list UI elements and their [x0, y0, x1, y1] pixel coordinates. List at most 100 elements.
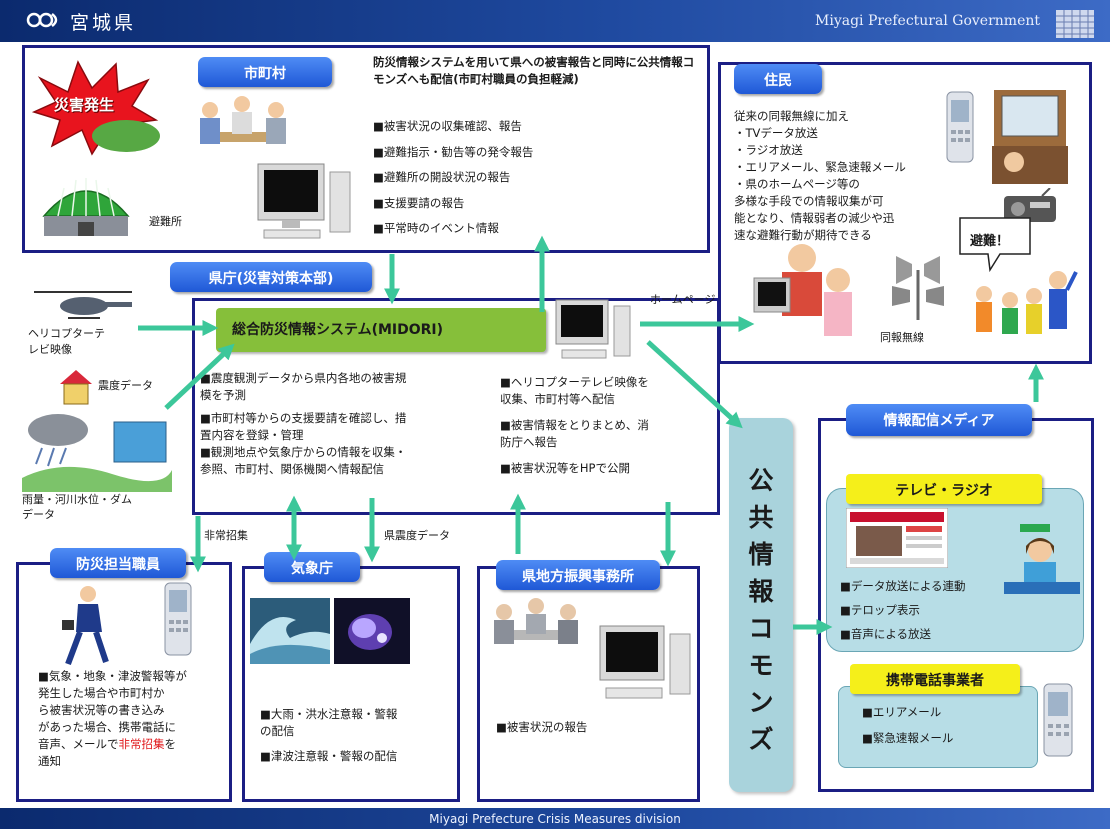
office-computer-icon	[599, 625, 691, 699]
helicopter-label-line2: レビ映像	[28, 343, 72, 356]
rain-label-line2: データ	[22, 508, 55, 521]
hq-right-items: ■ヘリコプターテレビ映像を 収集、市町村等へ配信 ■被害情報をとりまとめ、消 防…	[500, 374, 649, 477]
staff-line: ■気象・地象・津波警報等が	[38, 669, 187, 683]
tv-viewer-icon	[992, 90, 1068, 184]
list-item: ■データ放送による連動	[840, 579, 966, 593]
loudspeaker-tower-icon	[892, 256, 944, 320]
hq-left-items: ■震度観測データから県内各地の被害規 模を予測 ■市町村等からの支援要請を確認し…	[200, 370, 406, 478]
emergency-call-emphasis: 非常招集	[118, 737, 165, 751]
mobile-phone-icon	[946, 91, 974, 163]
tsunami-wave-icon	[250, 598, 330, 664]
footer-bar: Miyagi Prefecture Crisis Measures divisi…	[0, 808, 1110, 829]
list-item: ■平常時のイベント情報	[373, 221, 499, 235]
radio-icon	[1004, 188, 1056, 222]
staff-line: ら被害状況等の書き込み	[38, 703, 165, 717]
homepage-label: ホームページ	[650, 293, 716, 306]
regional-office-title: 県地方振興事務所	[496, 560, 660, 590]
prefecture-name: 宮城県	[70, 12, 137, 34]
list-item: 置内容を登録・管理	[200, 428, 304, 442]
emergency-call-label: 非常招集	[204, 529, 248, 542]
list-item: ■支援要請の報告	[373, 195, 465, 210]
commons-char: ン	[748, 688, 774, 717]
staff-line: 発生した場合や市町村か	[38, 686, 165, 700]
disaster-staff-text: ■気象・地象・津波警報等が 発生した場合や市町村か ら被害状況等の書き込み があ…	[38, 668, 187, 770]
media-title: 情報配信メディア	[846, 404, 1032, 436]
pc-user-icon	[753, 244, 852, 336]
staff-line-part: 音声、メールで	[38, 737, 119, 751]
list-item: ■エリアメール	[862, 705, 942, 719]
running-officer-icon	[62, 586, 109, 666]
midori-system-bar	[216, 308, 546, 352]
helicopter-label-line1: ヘリコプターテ	[28, 327, 105, 340]
list-item: ■市町村等からの支援要請を確認し、措	[200, 411, 407, 425]
header-bar: 宮城県 Miyagi Prefectural Government	[0, 0, 1110, 42]
carrier-phone-icon	[1043, 683, 1073, 757]
shelter-label: 避難所	[149, 215, 182, 228]
mobile-carrier-title: 携帯電話事業者	[850, 664, 1020, 694]
disaster-staff-title: 防災担当職員	[50, 548, 186, 578]
prefecture-hq-title: 県庁(災害対策本部)	[170, 262, 372, 292]
list-item: ■テロップ表示	[840, 603, 920, 617]
list-item: ■緊急速報メール	[862, 731, 954, 745]
list-item: ■津波注意報・警報の配信	[260, 749, 398, 763]
commons-char: コ	[748, 614, 774, 643]
jma-title: 気象庁	[264, 552, 360, 582]
municipality-item-list: ■被害状況の収集確認、報告 ■避難指示・勧告等の発令報告 ■避難所の開設状況の報…	[373, 118, 533, 246]
residents-line: 従来の同報無線に加え	[734, 109, 849, 123]
staff-line-part: を	[164, 737, 177, 751]
list-item: 防庁へ報告	[500, 435, 558, 449]
commons-char: 公	[748, 466, 774, 495]
pref-seismic-label: 県震度データ	[384, 529, 450, 542]
residents-line: 能となり、情報弱者の減少や迅	[734, 211, 895, 225]
list-item: ■音声による放送	[840, 627, 932, 641]
residents-line: ・エリアメール、緊急速報メール	[734, 160, 906, 174]
government-building-icon	[1056, 10, 1094, 38]
rain-river-dam-icon	[22, 414, 172, 492]
list-item: の配信	[260, 724, 295, 738]
list-item: ■被害状況等をHPで公開	[500, 461, 630, 475]
disaster-staff-box	[16, 562, 232, 802]
public-commons-title: 公 共 情 報 コ モ ン ズ	[729, 462, 793, 758]
residents-line: ・ラジオ放送	[734, 143, 803, 157]
tv-broadcast-screen-icon	[846, 508, 948, 568]
helicopter-icon	[34, 291, 132, 319]
staff-line: があった場合、携帯電話に	[38, 720, 176, 734]
list-item: ■大雨・洪水注意報・警報	[260, 707, 398, 721]
speech-bubble-icon	[959, 217, 1031, 273]
disaster-label: 災害発生	[54, 96, 115, 114]
residents-text: 従来の同報無線に加え ・TVデータ放送 ・ラジオ放送 ・エリアメール、緊急速報メ…	[734, 108, 906, 244]
regional-office-item: ■被害状況の報告	[496, 720, 588, 734]
office-staff-meeting-icon	[494, 598, 578, 644]
disaster-burst-icon	[31, 60, 160, 156]
residents-line: ・県のホームページ等の	[734, 177, 860, 191]
municipality-description: 防災情報システムを用いて県への被害報告と同時に公共情報コモンズへも配信(市町村職…	[373, 55, 695, 86]
public-commons-panel	[729, 418, 793, 792]
weather-radar-icon	[334, 598, 410, 664]
rain-label-line1: 雨量・河川水位・ダム	[22, 493, 132, 506]
list-item: 参照、市町村、関係機関へ情報配信	[200, 462, 384, 476]
list-item: ■観測地点や気象庁からの情報を収集・	[200, 445, 407, 459]
news-anchor-icon	[1004, 524, 1080, 594]
seismometer-house-icon	[60, 370, 92, 405]
residents-line: 多様な手段での情報収集が可	[734, 194, 884, 208]
shelter-building-icon	[42, 178, 130, 236]
residents-title: 住民	[734, 64, 822, 94]
seismic-label: 震度データ	[98, 379, 153, 392]
list-item: ■避難所の開設状況の報告	[373, 170, 511, 184]
residents-line: 速な避難行動が期待できる	[734, 228, 872, 242]
family-evacuating-icon	[976, 271, 1078, 334]
list-item: 模を予測	[200, 388, 246, 402]
list-item: ■ヘリコプターテレビ映像を	[500, 375, 649, 389]
staff-line: 通知	[38, 754, 61, 768]
list-item: ■震度観測データから県内各地の被害規	[200, 371, 407, 385]
commons-char: 共	[748, 503, 774, 532]
english-title: Miyagi Prefectural Government	[815, 13, 1040, 29]
list-item: ■避難指示・勧告等の発令報告	[373, 144, 534, 159]
staff-line-with-emphasis: 音声、メールで非常招集を	[38, 736, 187, 753]
hq-computer-icon	[555, 299, 631, 359]
commons-char: 報	[748, 577, 774, 606]
list-item: 収集、市町村等へ配信	[500, 392, 615, 406]
tv-radio-title: テレビ・ラジオ	[846, 474, 1042, 504]
municipality-title: 市町村	[198, 57, 332, 87]
residents-line: ・TVデータ放送	[734, 126, 818, 140]
